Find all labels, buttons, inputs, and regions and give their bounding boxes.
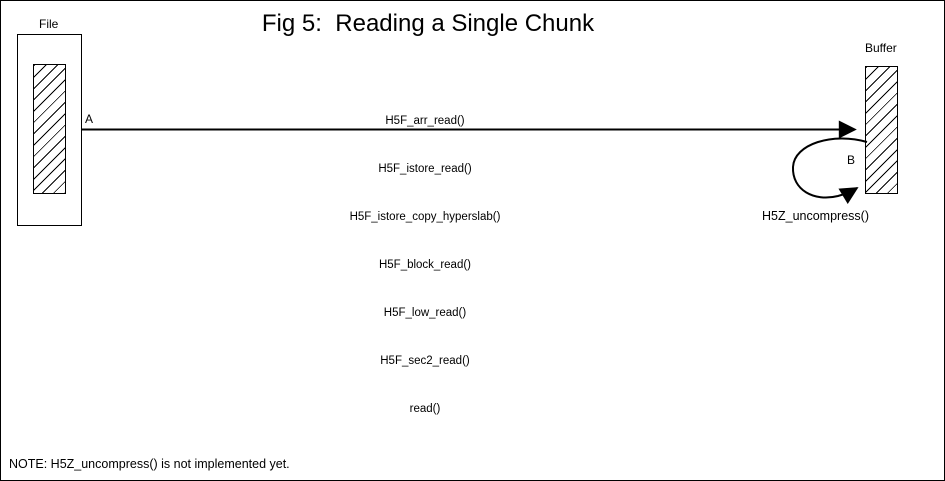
uncompress-caption: H5Z_uncompress() bbox=[762, 209, 869, 223]
buffer-hatched-rect bbox=[865, 66, 898, 194]
figure-title: Fig 5: Reading a Single Chunk bbox=[261, 10, 595, 37]
file-chunk-hatched-rect bbox=[33, 64, 66, 194]
buffer-label: Buffer bbox=[865, 41, 897, 55]
arrow-b-label: B bbox=[847, 153, 856, 167]
call-chain-item: H5F_istore_copy_hyperslab() bbox=[349, 211, 501, 223]
read-call-chain: H5F_arr_read() H5F_istore_read() H5F_ist… bbox=[275, 81, 575, 449]
call-chain-item: H5F_block_read() bbox=[378, 259, 472, 271]
call-chain-item: H5F_istore_read() bbox=[378, 163, 472, 175]
call-chain-item: H5F_sec2_read() bbox=[380, 355, 470, 367]
call-chain-item: H5F_low_read() bbox=[383, 307, 467, 319]
arrow-a-label: A bbox=[85, 112, 94, 126]
call-chain-item: read() bbox=[409, 403, 441, 415]
footnote: NOTE: H5Z_uncompress() is not implemente… bbox=[9, 457, 290, 471]
uncompress-loop-arrow bbox=[791, 137, 868, 205]
file-label: File bbox=[39, 17, 59, 31]
call-chain-item: H5F_arr_read() bbox=[385, 115, 465, 127]
